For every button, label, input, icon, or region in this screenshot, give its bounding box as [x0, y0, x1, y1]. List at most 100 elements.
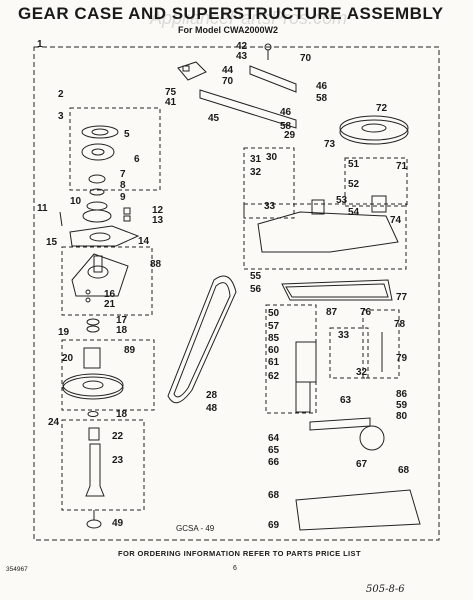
watermark: AppliancePartsPros.com	[150, 8, 348, 28]
handwritten-note: 505-8-6	[366, 584, 405, 595]
callout-16: 16	[104, 289, 116, 300]
callout-32-lower: 32	[356, 367, 368, 378]
part-15-bracket	[71, 253, 129, 297]
callout-41: 41	[165, 97, 177, 108]
callout-46-lower: 46	[280, 107, 292, 118]
callout-65: 65	[268, 445, 280, 456]
callout-56: 56	[250, 284, 262, 295]
callout-85: 85	[268, 333, 280, 344]
callout-55: 55	[250, 271, 262, 282]
callout-17: 17	[116, 315, 128, 326]
callout-87: 87	[326, 307, 338, 318]
callout-32-upper: 32	[250, 167, 262, 178]
callout-86: 86	[396, 389, 408, 400]
callout-58-lower: 58	[280, 121, 292, 132]
callout-80: 80	[396, 411, 408, 422]
part-52-bushing	[311, 199, 325, 215]
outer-frame	[33, 46, 440, 541]
callout-31: 31	[250, 154, 262, 165]
callout-63: 63	[340, 395, 352, 406]
callout-52: 52	[348, 179, 360, 190]
callout-68-left: 68	[268, 490, 280, 501]
callout-28: 28	[206, 390, 218, 401]
callout-33-lower: 33	[338, 330, 350, 341]
callout-29: 29	[284, 130, 296, 141]
part-44-arm	[249, 65, 297, 93]
diagram-code: GCSA - 49	[176, 524, 215, 533]
callout-60: 60	[268, 345, 280, 356]
callout-71: 71	[396, 161, 408, 172]
page-number: 6	[233, 565, 237, 572]
callout-44: 44	[222, 65, 234, 76]
callout-78: 78	[394, 319, 406, 330]
box-78	[362, 309, 400, 379]
part-49-nut	[86, 519, 102, 529]
box-3	[69, 107, 161, 191]
part-73-pulley	[339, 119, 409, 145]
part-10-hub	[82, 209, 112, 223]
callout-66: 66	[268, 457, 280, 468]
callout-7: 7	[120, 169, 126, 180]
callout-22: 22	[112, 431, 124, 442]
callout-48: 48	[206, 403, 218, 414]
part-20-pulley	[62, 373, 124, 397]
part-6-gear	[81, 143, 115, 161]
callout-5: 5	[124, 129, 130, 140]
part-63-arm	[309, 417, 371, 431]
callout-20: 20	[62, 353, 74, 364]
part-17-washer	[86, 318, 100, 326]
ordering-footer: FOR ORDERING INFORMATION REFER TO PARTS …	[118, 549, 361, 558]
part-11-pin	[59, 211, 63, 227]
document-number: 354967	[6, 566, 28, 573]
callout-18-upper: 18	[116, 325, 128, 336]
box-74	[243, 203, 407, 270]
callout-33-upper: 33	[264, 201, 276, 212]
callout-76: 76	[360, 307, 372, 318]
callout-77: 77	[396, 292, 408, 303]
part-22-collar	[88, 427, 100, 441]
part-18b-washer	[87, 411, 99, 417]
box-15	[61, 246, 153, 316]
part-62-shaft	[295, 381, 311, 413]
box-33	[329, 327, 369, 379]
part-74-gearcase	[257, 211, 399, 253]
callout-49: 49	[112, 518, 124, 529]
callout-43: 43	[236, 51, 248, 62]
callout-12: 12	[152, 205, 164, 216]
callout-11: 11	[37, 203, 48, 214]
callout-70-lower: 70	[222, 76, 234, 87]
callout-8: 8	[120, 180, 126, 191]
part-14-plate	[69, 225, 140, 247]
part-20-hub	[83, 347, 101, 369]
callout-79: 79	[396, 353, 408, 364]
callout-64: 64	[268, 433, 280, 444]
callout-88: 88	[150, 259, 162, 270]
part-75-block	[177, 61, 207, 81]
callout-59: 59	[396, 400, 408, 411]
part-23-shaft	[85, 443, 105, 497]
callout-73: 73	[324, 139, 336, 150]
part-5-ring	[81, 125, 119, 139]
box-24	[61, 419, 145, 511]
callout-30: 30	[266, 152, 278, 163]
callout-57: 57	[268, 321, 280, 332]
box-51	[344, 157, 408, 207]
callout-42: 42	[236, 41, 248, 52]
part-9-washer	[89, 188, 105, 196]
callout-2: 2	[58, 89, 64, 100]
page-title: GEAR CASE AND SUPERSTRUCTURE ASSEMBLY	[18, 4, 444, 23]
model-subtitle: For Model CWA2000W2	[178, 25, 279, 35]
part-8-washer	[88, 174, 106, 184]
callout-53: 53	[336, 195, 348, 206]
callout-15: 15	[46, 237, 58, 248]
part-61-gear	[295, 341, 317, 383]
callout-51: 51	[348, 159, 360, 170]
box-50	[265, 304, 317, 414]
callout-24: 24	[48, 417, 60, 428]
part-18-washer	[86, 325, 100, 333]
callout-54: 54	[348, 207, 360, 218]
part-80-gear	[359, 425, 385, 451]
part-10-ring	[86, 201, 108, 211]
part-13-clip	[123, 215, 131, 222]
